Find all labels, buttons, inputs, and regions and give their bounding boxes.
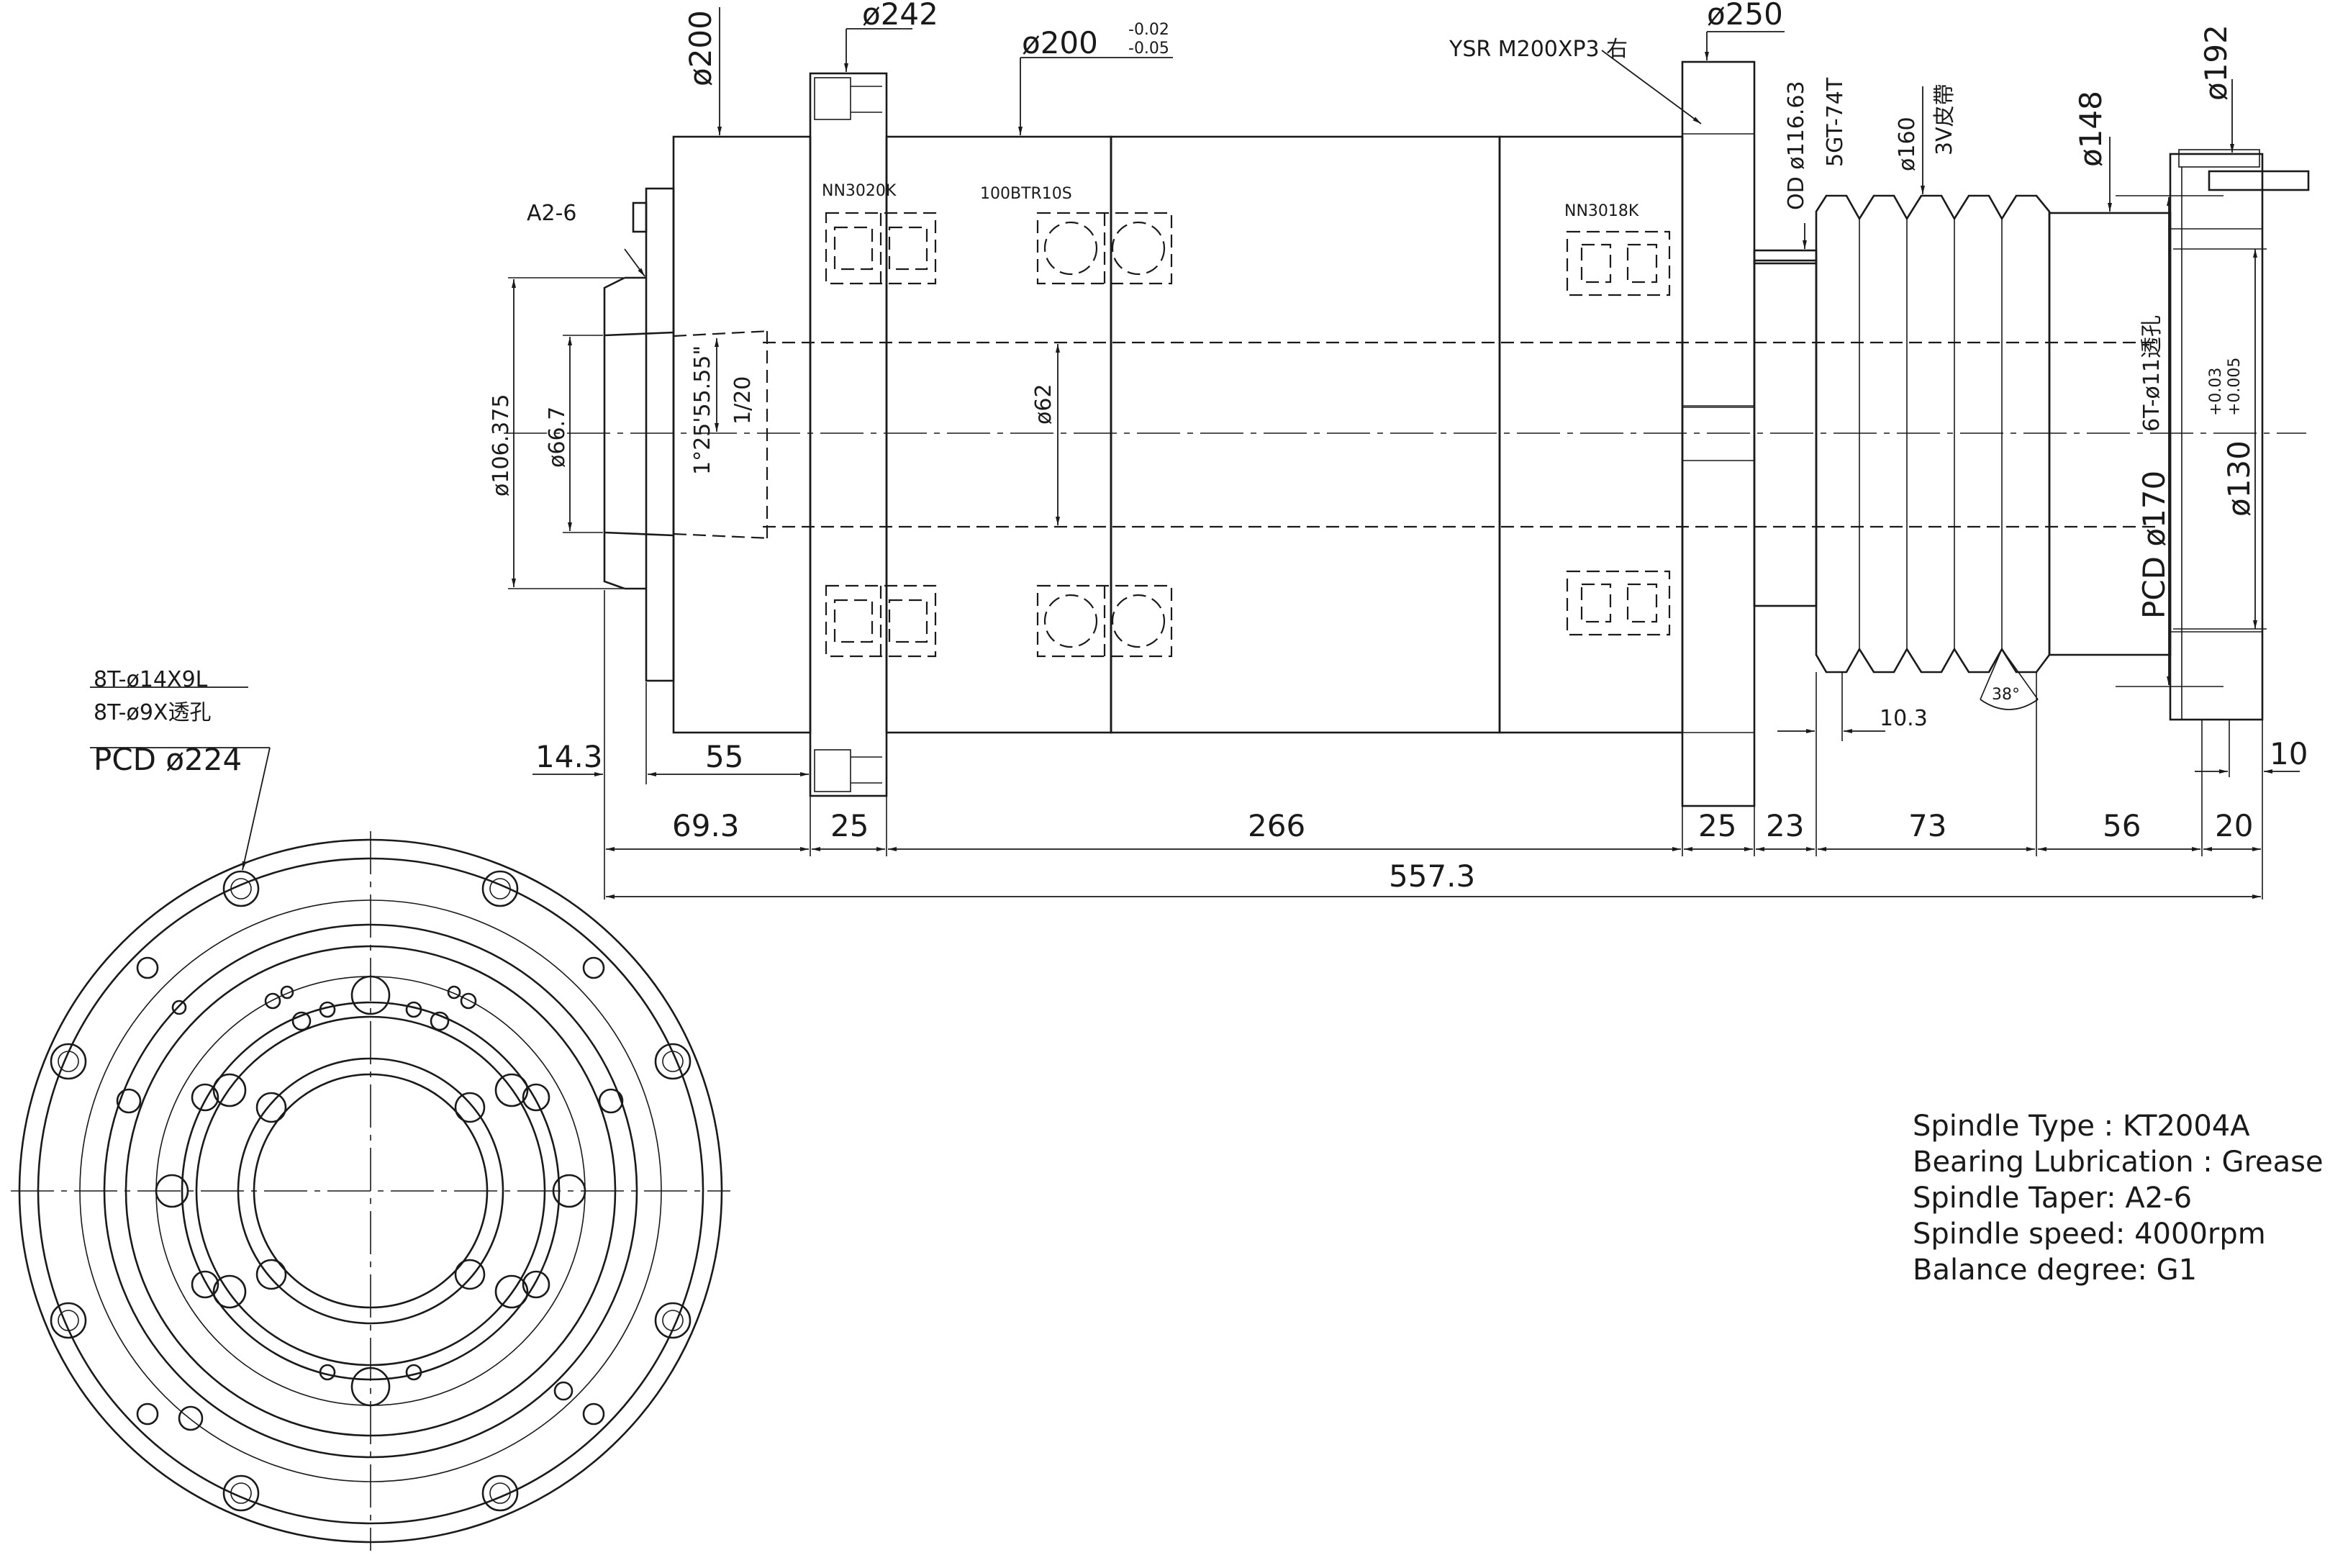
- dim-total-length: 557.3: [1389, 858, 1475, 894]
- spec-line: Spindle speed: 4000rpm: [1913, 1218, 2266, 1251]
- label-holes-9: 8T-ø9X透孔: [94, 700, 211, 725]
- dim-v-belt: 3V皮帶: [1932, 83, 1957, 155]
- spec-line: Spindle Type : KT2004A: [1913, 1110, 2250, 1143]
- front-view: [11, 686, 730, 1551]
- spindle-nose: [603, 187, 771, 682]
- side-view: ø200 ø242 ø200 -0.02 -0.05 YSR M200XP3 右…: [489, 0, 2310, 899]
- dim-d106: ø106.375: [489, 394, 514, 497]
- dim-len-55: 55: [705, 739, 743, 774]
- dim-len-266: 266: [1248, 808, 1305, 843]
- dim-d192: ø192: [2198, 24, 2234, 101]
- dim-d250: ø250: [1707, 0, 1783, 32]
- dim-d242: ø242: [862, 0, 938, 32]
- dim-d130-tol-upper: +0.03: [2207, 368, 2225, 416]
- dim-len-69-3: 69.3: [672, 808, 740, 843]
- dim-len-73: 73: [1908, 808, 1946, 843]
- bearing-nn3020k: [825, 212, 937, 658]
- dim-len-10: 10: [2270, 736, 2308, 771]
- dim-d200-left: ø200: [683, 10, 718, 86]
- dim-len-14-3: 14.3: [535, 739, 603, 774]
- spec-line: Balance degree: G1: [1913, 1254, 2197, 1287]
- spec-line: Bearing Lubrication : Grease: [1913, 1146, 2324, 1179]
- dim-belt-grooves: 5GT-74T: [1823, 77, 1848, 167]
- dim-len-25b: 25: [1698, 808, 1736, 843]
- dim-taper-angle: 1°25'55.55": [690, 345, 715, 475]
- dim-6t-holes: 6T-ø11透孔: [2139, 315, 2164, 432]
- dim-len-10-3: 10.3: [1880, 706, 1928, 731]
- pulley: [1815, 194, 2051, 674]
- end-cap: [2169, 149, 2310, 721]
- dim-taper-ratio: 1/20: [730, 376, 756, 425]
- label-pcd224: PCD ø224: [94, 742, 242, 777]
- label-nn3020k: NN3020K: [822, 182, 897, 200]
- outer-bolt-holes: [50, 870, 692, 1512]
- rear-housing: [1498, 135, 1684, 734]
- dim-d200-tol-lower: -0.05: [1128, 40, 1169, 58]
- label-holes-14: 8T-ø14X9L: [94, 667, 208, 692]
- dim-d66: ø66.7: [545, 407, 570, 468]
- label-nn3018k: NN3018K: [1564, 202, 1639, 220]
- dim-len-20: 20: [2215, 808, 2253, 843]
- dim-d130-tol-lower: +0.005: [2226, 358, 2244, 416]
- dim-len-23: 23: [1766, 808, 1804, 843]
- dim-d62: ø62: [1031, 384, 1056, 425]
- main-housing: [1110, 135, 1501, 734]
- dim-len-56: 56: [2103, 808, 2141, 843]
- dim-d200-mid: ø200: [1022, 25, 1098, 60]
- dim-angle-38: 38°: [1992, 686, 2020, 704]
- bearing-sleeve: [885, 135, 1112, 734]
- spec-block: Spindle Type : KT2004A Bearing Lubricati…: [1913, 1110, 2324, 1287]
- spec-line: Spindle Taper: A2-6: [1913, 1182, 2192, 1215]
- label-nut: YSR M200XP3 右: [1449, 37, 1628, 62]
- dim-d200-tol-upper: -0.02: [1128, 21, 1169, 39]
- lock-nut: [1681, 60, 1756, 807]
- dim-d130: ø130: [2221, 440, 2257, 517]
- label-100btr10s: 100BTR10S: [980, 185, 1072, 203]
- dim-d148: ø148: [2073, 91, 2108, 167]
- dim-len-25a: 25: [830, 808, 869, 843]
- inner-bolt-holes: [155, 975, 586, 1407]
- label-a26: A2-6: [527, 201, 577, 226]
- dim-d160: ø160: [1895, 117, 1920, 171]
- side-dimensions: [508, 7, 2300, 899]
- bearing-100btr10s: [1036, 212, 1173, 658]
- bearing-nn3018k: [1566, 230, 1671, 636]
- dim-pcd-d170: PCD ø170: [2136, 471, 2172, 619]
- dim-od: OD ø116.63: [1784, 81, 1809, 210]
